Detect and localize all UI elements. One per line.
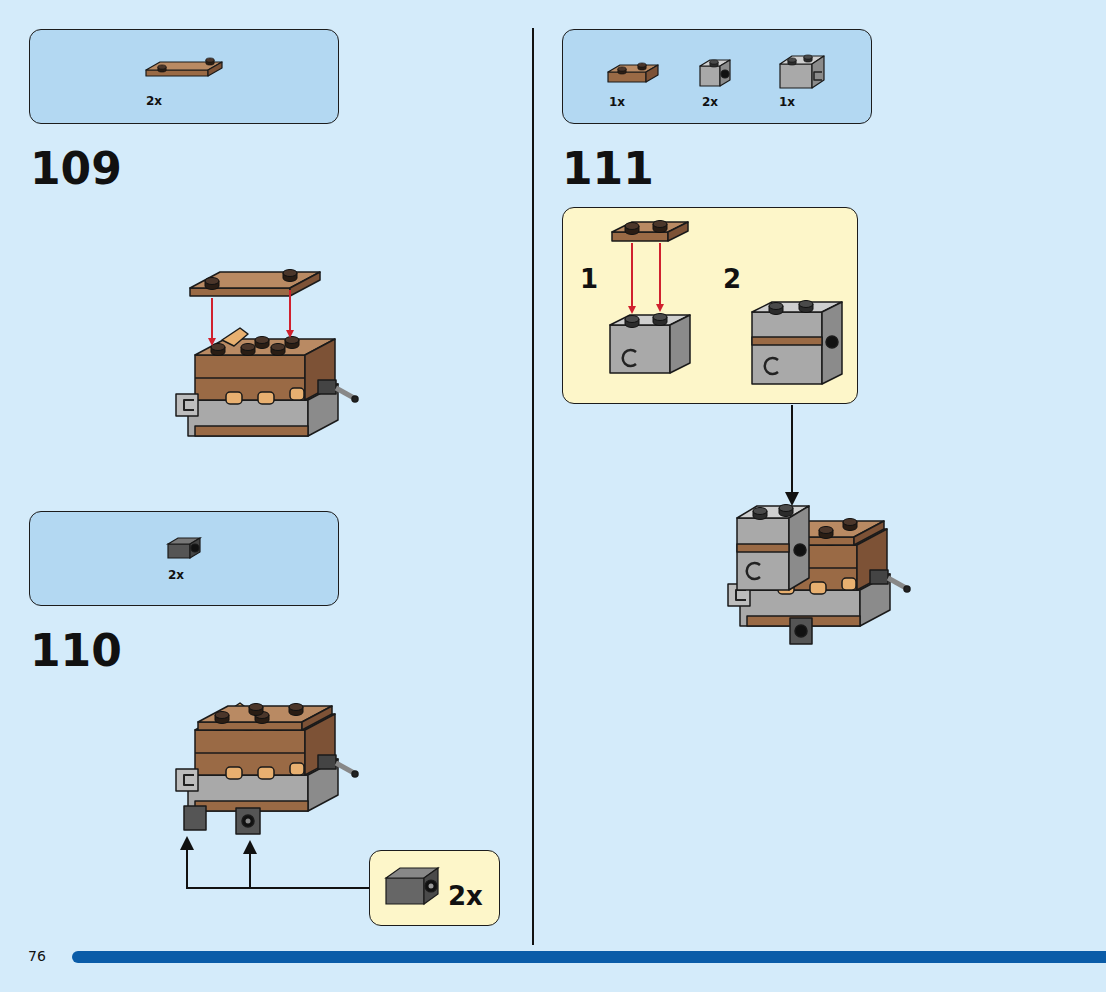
step-109-model [176, 270, 358, 437]
step-111-model [728, 405, 910, 644]
callout-text: 2 [723, 264, 741, 295]
part-count: 1x [779, 95, 795, 109]
callout-text: 1 [580, 264, 598, 295]
callout-box: 2x [369, 850, 500, 926]
callout-text: 2x [448, 881, 483, 912]
parts-panel: 1x 2x 1x [562, 29, 872, 124]
step-number: 111 [562, 142, 654, 195]
step-number: 109 [30, 142, 122, 195]
brick-with-hole [168, 538, 200, 558]
sub-assembly [610, 221, 842, 385]
page-bar [72, 951, 1106, 963]
page-number: 76 [28, 948, 46, 965]
brick-plate [146, 58, 222, 76]
part-count: 2x [168, 568, 184, 582]
step-number: 110 [30, 624, 122, 677]
part-count: 2x [146, 94, 162, 108]
parts-panel: 2x [29, 511, 339, 606]
part-count: 2x [702, 95, 718, 109]
step-110-model [176, 703, 438, 904]
brick-with-hole [386, 868, 438, 904]
parts-panel: 2x [29, 29, 339, 124]
parts-icons [608, 55, 824, 88]
sub-assembly-callout: 12 [562, 207, 858, 404]
part-count: 1x [609, 95, 625, 109]
column-divider [532, 28, 534, 945]
